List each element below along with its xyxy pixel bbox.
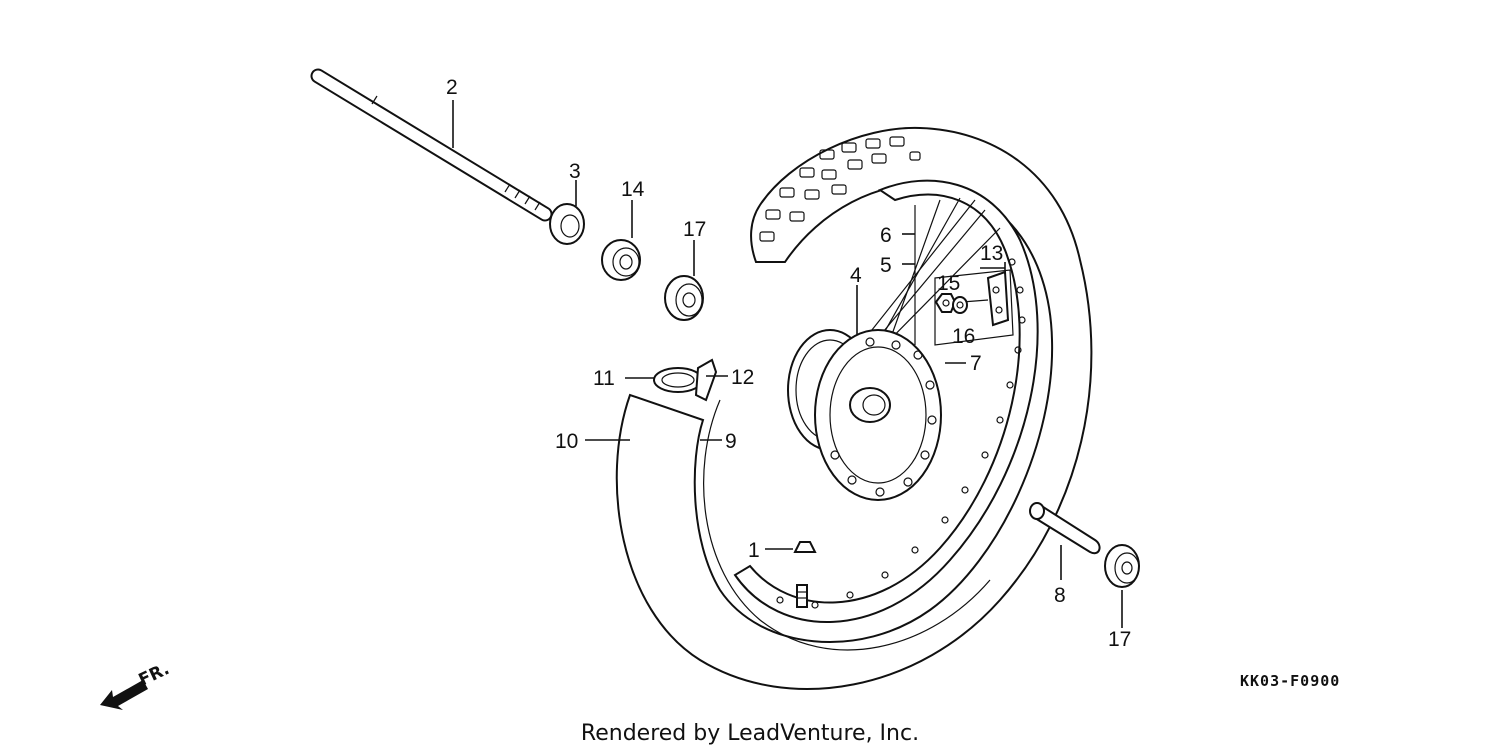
callout-10: 10: [555, 430, 578, 453]
callout-16: 16: [952, 325, 975, 348]
callout-17-lower: 17: [1108, 628, 1131, 651]
rim-lock-part: [961, 270, 1010, 327]
callout-3: 3: [569, 160, 581, 183]
bearing-part-14: [601, 239, 641, 281]
credit-text: Rendered by LeadVenture, Inc.: [581, 721, 919, 746]
callout-2: 2: [446, 76, 458, 99]
rim-part: [733, 179, 1039, 624]
leader-lines: [452, 100, 1123, 628]
axle-collar-part: [549, 203, 585, 245]
callout-14: 14: [621, 178, 645, 201]
callout-17-upper: 17: [683, 218, 706, 241]
tube-valve-part: [653, 358, 718, 402]
spacer-part: [1029, 502, 1101, 555]
rim-lock-washer-part: [952, 296, 968, 314]
tube-part: [703, 399, 991, 651]
callout-6: 6: [880, 224, 892, 247]
diagram-code: KK03-F0900: [1240, 672, 1340, 690]
callout-13: 13: [980, 242, 1003, 265]
valve-cap-part: [793, 541, 817, 553]
callout-8: 8: [1054, 584, 1066, 607]
bearing-part-17-upper: [664, 275, 704, 321]
axle-part: [310, 68, 553, 222]
valve-stem-part: [796, 584, 808, 608]
callout-12: 12: [731, 366, 754, 389]
rim-lock-outline: [934, 269, 1014, 346]
callout-1: 1: [748, 539, 760, 562]
callout-15: 15: [937, 272, 960, 295]
callout-7: 7: [970, 352, 982, 375]
callout-9: 9: [725, 430, 737, 453]
callout-11: 11: [593, 367, 615, 390]
tire-part: [615, 126, 1093, 690]
callout-4: 4: [850, 264, 862, 287]
rim-lock-nut-part: [934, 293, 957, 313]
callout-5: 5: [880, 254, 892, 277]
hub-part: [787, 329, 942, 501]
front-direction-label: FR.: [136, 659, 173, 690]
bearing-part-17-lower: [1104, 544, 1140, 588]
front-direction-arrow-icon: [100, 680, 148, 710]
